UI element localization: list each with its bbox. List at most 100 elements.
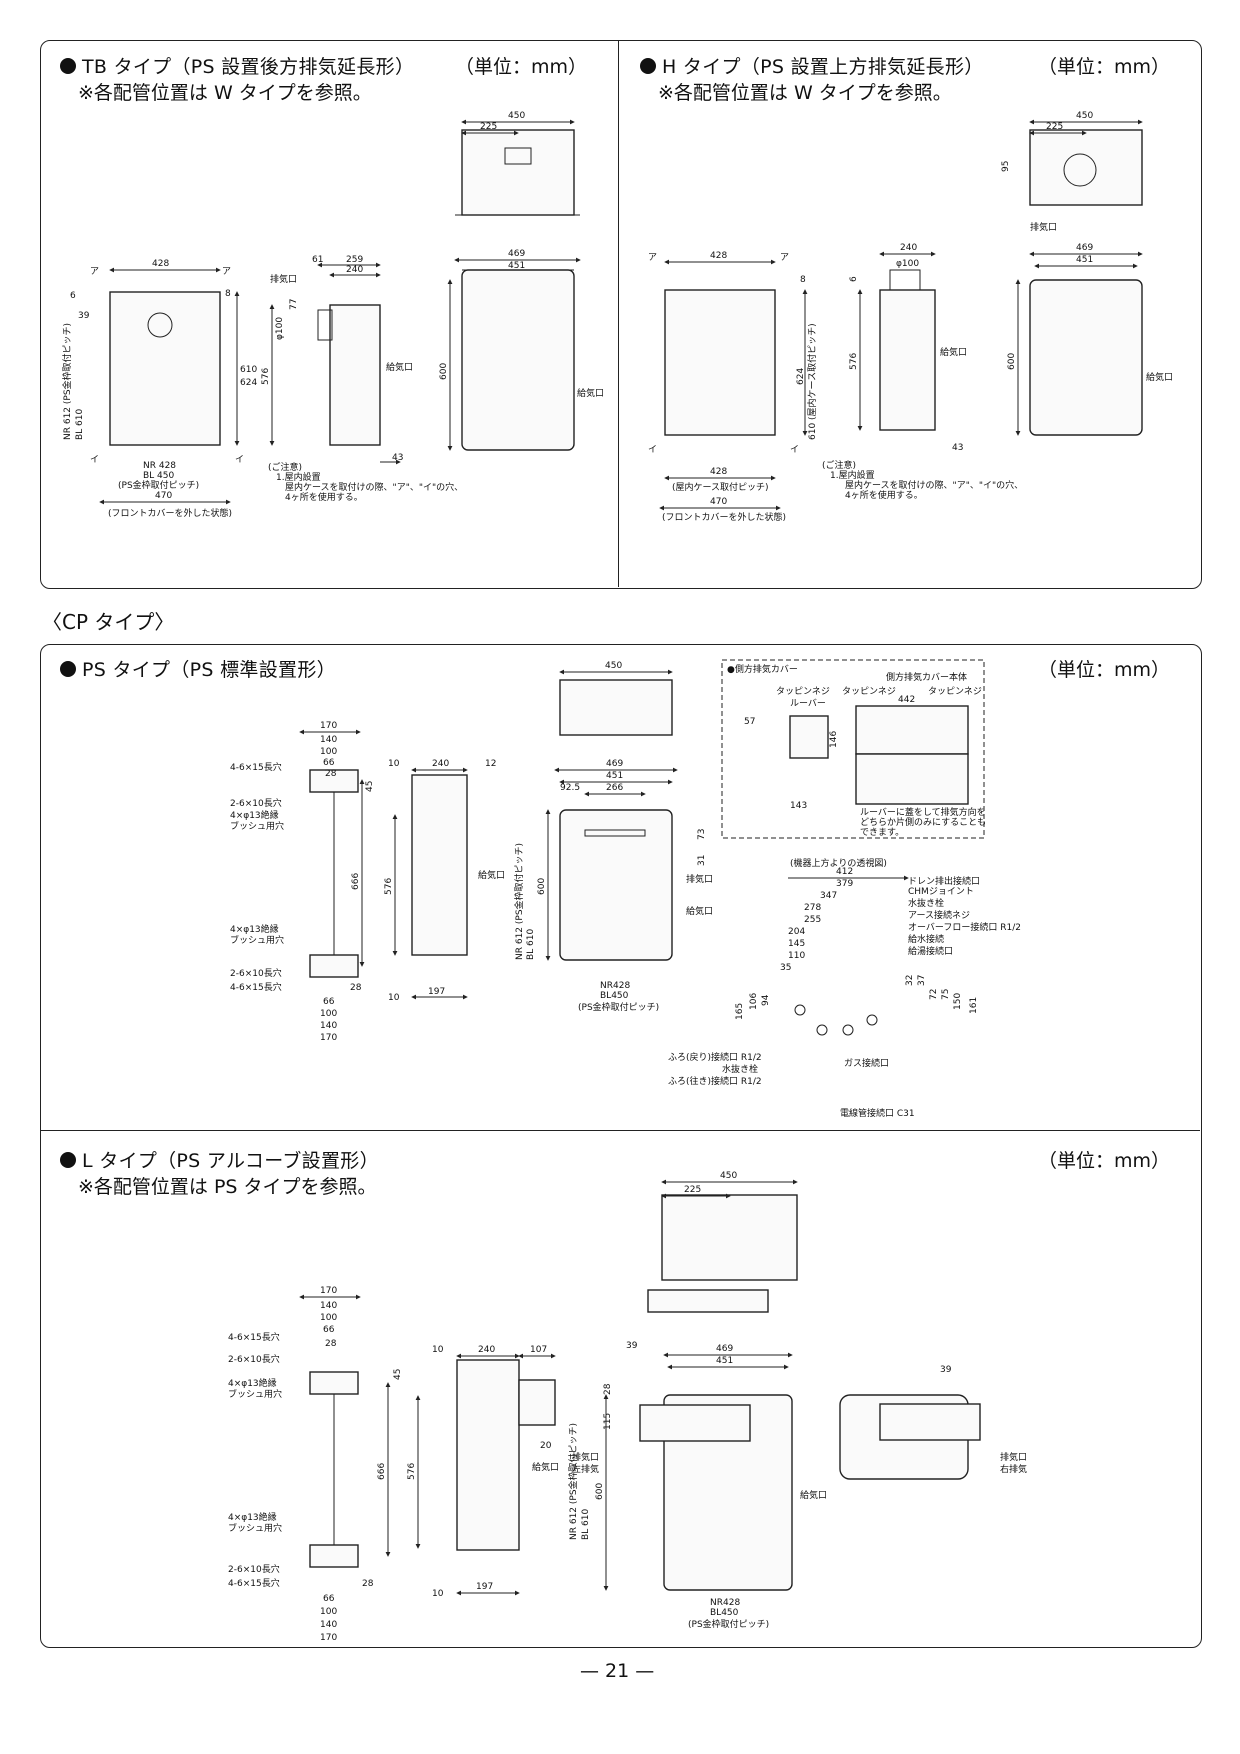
tb-front-case: 428 610 624 ア ア イ イ 6 39 8 NR 612 (PS金枠取… (61, 259, 257, 519)
dim-label: 28 (603, 1383, 613, 1395)
dim-label: 624 (796, 368, 806, 385)
dim-label: 37 (917, 975, 927, 986)
dim-label: 240 (432, 759, 449, 769)
dim-label: 225 (1046, 122, 1063, 132)
dim-label: 77 (289, 299, 299, 310)
dim-label: 39 (940, 1365, 952, 1375)
dim-label: (ご注意) (822, 459, 856, 471)
dim-label: ア (780, 253, 789, 263)
dim-label: 442 (898, 695, 915, 705)
dim-label: 610 (240, 365, 257, 375)
dim-label: 43 (952, 443, 963, 453)
dim-label: 給気口 (478, 869, 505, 881)
dim-label: NR428 (600, 981, 630, 991)
dim-label: 66 (323, 758, 335, 768)
dim-label: 35 (780, 963, 791, 973)
tb-note: ※各配管位置は W タイプを参照。 (78, 82, 372, 104)
dim-label: 140 (320, 1301, 337, 1311)
dim-label: 給気口 (800, 1489, 827, 1501)
dim-label: イ (790, 445, 799, 455)
dim-label: 451 (1076, 255, 1093, 265)
dim-label: 72 (929, 989, 939, 1000)
h-side-view: 240 φ100 6 576 給気口 43 (ご注意) 1.屋内設置 屋内ケース… (822, 243, 1023, 501)
dim-label: 145 (788, 939, 805, 949)
dim-label: ブッシュ用穴 (230, 820, 284, 832)
top-divider (618, 41, 619, 587)
dim-label: 610 (屋内ケース取付ピッチ) (806, 323, 818, 440)
dim-label: 469 (1076, 243, 1093, 253)
top-frame (40, 40, 1202, 589)
dim-label: 576 (407, 1463, 417, 1480)
dim-label: 10 (388, 759, 400, 769)
dim-label: 左排気 (572, 1463, 599, 1475)
h-title: H タイプ（PS 設置上方排気延長形） (640, 52, 984, 79)
dim-label: 水抜き栓 (908, 897, 944, 909)
tb-side-view: 61 259 240 排気口 77 φ100 576 給気口 43 (ご注意) … (261, 255, 463, 503)
dim-label: φ100 (896, 259, 919, 269)
dim-label: 170 (320, 1286, 337, 1296)
dim-label: (ご注意) (268, 461, 302, 473)
dim-label: 106 (749, 993, 759, 1010)
dim-label: 45 (365, 781, 375, 792)
dim-label: 240 (346, 265, 363, 275)
dim-label: 170 (320, 1033, 337, 1043)
tb-top-view: 450 225 (455, 111, 580, 216)
dim-label: (屋内ケース取付ピッチ) (672, 481, 769, 493)
dim-label: 電線管接続口 C31 (840, 1107, 915, 1119)
dim-label: 469 (508, 249, 525, 259)
dim-label: 45 (393, 1369, 403, 1380)
dim-label: 31 (697, 855, 707, 866)
dim-label: 排気口 (1000, 1451, 1027, 1463)
dim-label: 165 (735, 1003, 745, 1020)
dim-label: 600 (1007, 353, 1017, 370)
dim-label: 4-6×15長穴 (228, 1331, 280, 1343)
ps-top-view: 450 (559, 661, 673, 736)
h-top-view: 450 225 95 排気口 (1001, 111, 1143, 233)
ps-side-cover-detail: ●側方排気カバー タッピンネジ ルーバー タッピンネジ 側方排気カバー本体 タッ… (721, 659, 986, 839)
dim-label: 666 (351, 873, 361, 890)
dim-label: 451 (606, 771, 623, 781)
dim-label: 379 (836, 879, 853, 889)
dim-label: 197 (476, 1582, 493, 1592)
dim-label: 4×φ13絶縁 (230, 809, 279, 821)
cp-frame (40, 644, 1202, 1648)
dim-label: 451 (508, 261, 525, 271)
dim-label: 150 (953, 993, 963, 1010)
bullet-icon (640, 58, 656, 74)
dim-label: 28 (362, 1579, 374, 1589)
dim-label: NR 612 (PS金枠取付ピッチ) (567, 1423, 579, 1540)
dim-label: ふろ(戻り)接続口 R1/2 (668, 1051, 762, 1063)
dim-label: 278 (804, 903, 821, 913)
dim-label: 140 (320, 1021, 337, 1031)
dim-label: 240 (478, 1345, 495, 1355)
dim-label: 170 (320, 1633, 337, 1643)
dim-label: 43 (392, 453, 403, 463)
dim-label: イ (90, 455, 99, 465)
dim-label: 排気口 (686, 873, 713, 885)
dim-label: 197 (428, 987, 445, 997)
ps-front-view: 469 451 92.5 266 73 31 600 NR 612 (PS金枠取… (513, 759, 713, 1013)
dim-label: 140 (320, 1620, 337, 1630)
cp-divider (41, 1130, 1200, 1131)
dim-label: タッピンネジ (842, 686, 896, 697)
dim-label: 8 (225, 289, 231, 299)
dim-label: 給気口 (686, 905, 713, 917)
l-title: L タイプ（PS アルコーブ設置形） (60, 1146, 379, 1173)
dim-label: 470 (710, 497, 727, 507)
dim-label: 10 (432, 1345, 444, 1355)
dim-label: 412 (836, 867, 853, 877)
dim-label: どちらか片側のみにすることも (860, 816, 986, 828)
dim-label: NR 612 (PS金枠取付ピッチ) (513, 843, 525, 960)
dim-label: イ (648, 445, 657, 455)
dim-label: 4×φ13絶縁 (228, 1377, 277, 1389)
dim-label: 28 (325, 769, 337, 779)
dim-label: ルーバーに蓋をして排気方向を (860, 806, 986, 818)
dim-label: ドレン排出接続口 (908, 875, 980, 887)
dim-label: 100 (320, 1607, 337, 1617)
dim-label: 2-6×10長穴 (230, 797, 282, 809)
dim-label: 451 (716, 1356, 733, 1366)
dim-label: 4-6×15長穴 (230, 981, 282, 993)
dim-label: ガス接続口 (844, 1057, 889, 1069)
dim-label: BL450 (710, 1608, 739, 1618)
